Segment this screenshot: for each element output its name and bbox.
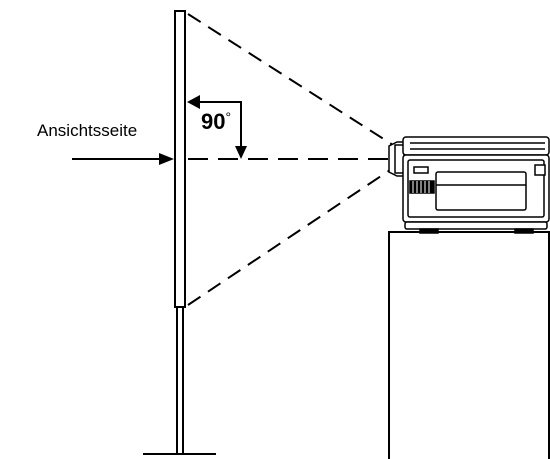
angle-indicator-left-arrowhead (187, 95, 200, 109)
angle-unit: ° (225, 109, 231, 125)
angle-label: 90° (201, 109, 231, 134)
viewing-side-label: Ansichtsseite (37, 121, 137, 140)
screen-panel (174, 10, 186, 308)
projector-icon (388, 136, 550, 234)
projection-beam-lower (187, 167, 394, 306)
projector-pedestal (388, 231, 550, 459)
angle-indicator-down-arrowhead (235, 146, 247, 159)
angle-indicator-line (198, 101, 242, 150)
angle-value: 90 (201, 109, 225, 134)
viewing-direction-arrowhead (159, 153, 174, 165)
projection-beam-upper (187, 13, 394, 146)
